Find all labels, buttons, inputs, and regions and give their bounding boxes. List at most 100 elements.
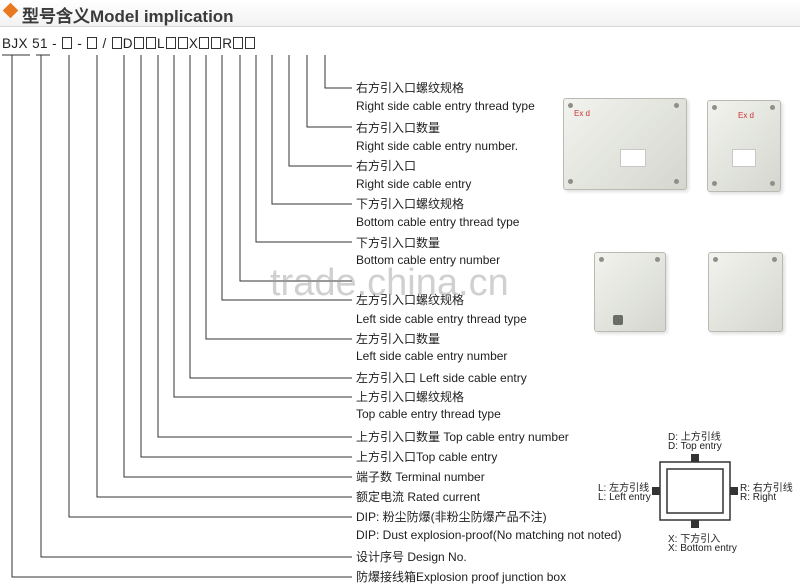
- section-header: 型号含义Model implication: [0, 0, 800, 27]
- screw-icon: [770, 105, 775, 110]
- screw-icon: [674, 103, 679, 108]
- screw-icon: [655, 257, 660, 262]
- label-right-thread-en: Right side cable entry thread type: [356, 99, 535, 113]
- cable-gland-icon: [613, 315, 623, 325]
- right-gland-icon: [730, 487, 738, 495]
- leader-line: [68, 55, 352, 518]
- leader-line: [205, 55, 352, 340]
- code-placeholder-box: [177, 37, 188, 49]
- bottom-gland-icon: [691, 520, 699, 528]
- code-placeholder-box: [165, 37, 176, 49]
- left-gland-icon: [652, 487, 660, 495]
- label-right-number-en: Right side cable entry number.: [356, 139, 519, 153]
- screw-icon: [568, 103, 573, 108]
- code-segment: L: [156, 36, 165, 51]
- leader-line: [173, 55, 352, 398]
- code-placeholder-box: [211, 37, 222, 49]
- code-placeholder-box: [62, 37, 73, 49]
- screw-icon: [712, 105, 717, 110]
- code-segment: -: [73, 36, 87, 51]
- junction-box-photo: Ex d: [563, 98, 687, 190]
- label-left-number-en: Left side cable entry number: [356, 349, 508, 363]
- ex-mark: Ex d: [574, 109, 591, 118]
- junction-box-photo: [708, 252, 783, 332]
- label-dip-cn: DIP: 粉尘防爆(非粉尘防爆产品不注): [356, 510, 547, 524]
- leader-line: [306, 55, 352, 128]
- leader-line: [324, 55, 352, 89]
- label-left-number-cn: 左方引入口数量: [356, 332, 441, 346]
- leader-line: [255, 55, 352, 243]
- model-code: BJX 51 - - / D L X R: [2, 36, 256, 51]
- section-title: 型号含义Model implication: [22, 7, 234, 26]
- screw-icon: [599, 257, 604, 262]
- bottom-entry-cn: X: 下方引入: [668, 534, 721, 545]
- label-junction-box: 防爆接线箱Explosion proof junction box: [356, 570, 567, 584]
- code-placeholder-box: [145, 37, 156, 49]
- label-top-thread-cn: 上方引入口螺纹规格: [356, 390, 465, 404]
- code-placeholder-box: [199, 37, 210, 49]
- label-dip-en: DIP: Dust explosion-proof(No matching no…: [356, 528, 622, 542]
- screw-icon: [713, 257, 718, 262]
- junction-box-photo: [594, 252, 666, 332]
- leader-line: [96, 55, 352, 498]
- leader-line: [189, 55, 352, 379]
- label-left-thread-cn: 左方引入口螺纹规格: [356, 293, 465, 307]
- screw-icon: [674, 179, 679, 184]
- label-bottom-thread-en: Bottom cable entry thread type: [356, 215, 520, 229]
- left-entry-cn: L: 左方引线: [598, 483, 650, 494]
- leader-line: [271, 55, 352, 205]
- junction-box-outline: [652, 454, 738, 528]
- label-right-entry-en: Right side cable entry: [356, 177, 472, 191]
- top-gland-icon: [691, 454, 699, 462]
- screw-icon: [772, 257, 777, 262]
- code-placeholder-box: [245, 37, 256, 49]
- bottom-entry-en: X: Bottom entry: [668, 543, 737, 554]
- top-entry-cn: D: 上方引线: [668, 432, 721, 443]
- screw-icon: [568, 179, 573, 184]
- code-segment: BJX 51 -: [2, 36, 62, 51]
- label-right-number-cn: 右方引入口数量: [356, 121, 441, 135]
- leader-line: [239, 55, 352, 282]
- watermark: trade.china.cn: [270, 262, 509, 304]
- code-placeholder-box: [87, 37, 98, 49]
- left-entry-en: L: Left entry: [598, 492, 651, 503]
- leader-line: [123, 55, 352, 478]
- label-design-no: 设计序号 Design No.: [356, 550, 467, 564]
- leader-line: [40, 55, 352, 558]
- nameplate: [620, 149, 646, 167]
- junction-box-photo: Ex d: [707, 100, 781, 192]
- label-top-thread-en: Top cable entry thread type: [356, 407, 501, 421]
- label-bottom-number-cn: 下方引入口数量: [356, 236, 441, 250]
- leader-line: [157, 55, 352, 438]
- leader-line: [288, 55, 352, 167]
- label-left-entry: 左方引入口 Left side cable entry: [356, 371, 527, 385]
- label-bottom-number-en: Bottom cable entry number: [356, 253, 501, 267]
- top-entry-en: D: Top entry: [668, 441, 722, 452]
- code-segment: R: [222, 36, 233, 51]
- leader-line: [140, 55, 352, 458]
- code-segment: D: [122, 36, 133, 51]
- label-right-entry-cn: 右方引入口: [356, 159, 417, 173]
- label-top-number: 上方引入口数量 Top cable entry number: [356, 430, 569, 444]
- label-terminal-number: 端子数 Terminal number: [356, 470, 485, 484]
- label-rated-current: 额定电流 Rated current: [356, 490, 481, 504]
- label-top-entry: 上方引入口Top cable entry: [356, 450, 498, 464]
- code-placeholder-box: [133, 37, 144, 49]
- code-segment: /: [98, 36, 111, 51]
- nameplate: [732, 149, 756, 167]
- ex-mark: Ex d: [738, 111, 755, 120]
- box-inner: [666, 468, 724, 514]
- label-left-thread-en: Left side cable entry thread type: [356, 312, 527, 326]
- screw-icon: [770, 181, 775, 186]
- screw-icon: [712, 181, 717, 186]
- code-segment: X: [188, 36, 199, 51]
- label-right-thread-cn: 右方引入口螺纹规格: [356, 81, 465, 95]
- right-entry-en: R: Right: [740, 492, 777, 503]
- leader-line: [221, 55, 352, 301]
- right-entry-cn: R: 右方引线: [740, 483, 793, 494]
- label-bottom-thread-cn: 下方引入口螺纹规格: [356, 197, 465, 211]
- code-placeholder-box: [111, 37, 122, 49]
- leader-line: [11, 55, 352, 578]
- code-placeholder-box: [233, 37, 244, 49]
